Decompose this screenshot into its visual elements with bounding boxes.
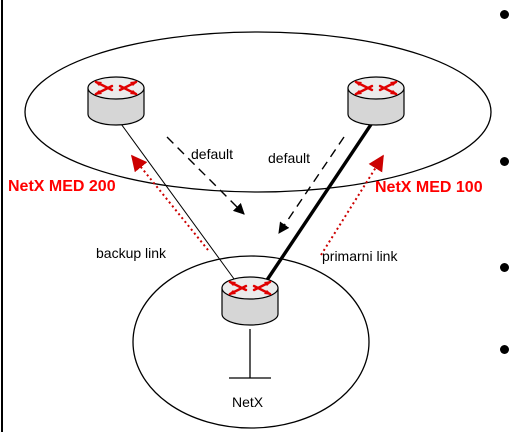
primary-link-line (263, 116, 378, 284)
router-left-icon (86, 75, 146, 127)
backup-link-line (115, 116, 238, 284)
slide-bullet (500, 263, 509, 272)
slide-bullet (500, 157, 509, 166)
netx-network-ellipse (132, 255, 370, 429)
slide-bullet (500, 10, 509, 19)
default-label-right: default (268, 150, 311, 166)
router-right-icon (346, 75, 406, 127)
slide-bullet (500, 345, 509, 354)
med-arrow-left (130, 154, 209, 251)
default-arrow-left (166, 136, 245, 215)
default-label-left: default (191, 146, 234, 162)
netx-label: NetX (232, 394, 264, 410)
default-arrow-right (278, 136, 345, 234)
med-arrow-right (320, 154, 384, 256)
med-200-label: NetX MED 200 (8, 178, 116, 195)
router-netx-icon (220, 275, 280, 327)
primary-link-label: primarni link (322, 248, 398, 264)
med-100-label: NetX MED 100 (375, 179, 483, 196)
backup-link-label: backup link (96, 245, 167, 261)
upper-network-ellipse (24, 31, 492, 193)
